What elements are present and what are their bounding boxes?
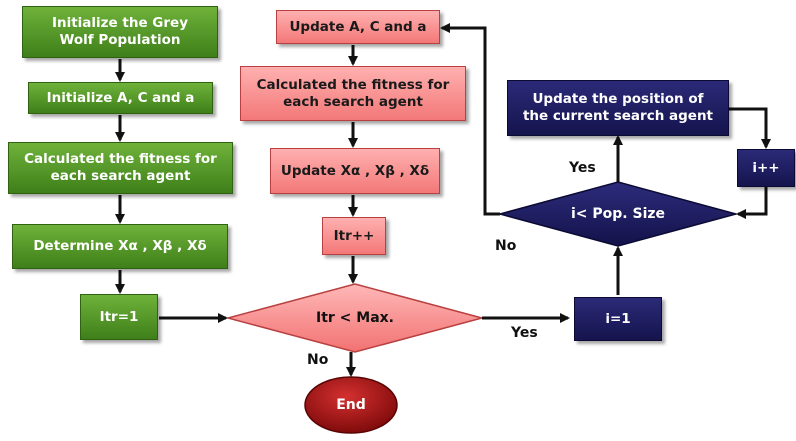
itr-check-label: Itr < Max. xyxy=(315,310,394,326)
itr-no-label: No xyxy=(307,352,329,368)
init-aca-box: Initialize A, C and a xyxy=(28,82,213,114)
end-oval xyxy=(304,376,398,434)
i-init-box: i=1 xyxy=(574,297,662,341)
pop-no-label: No xyxy=(495,238,517,254)
calc-fitness-mid-box: Calculated the fitness for each search a… xyxy=(240,66,466,121)
itr-inc-box: Itr++ xyxy=(322,217,386,255)
init-population-box: Initialize the Grey Wolf Population xyxy=(22,6,218,58)
i-inc-box: i++ xyxy=(737,149,795,187)
update-x-box: Update Xα , Xβ , Xδ xyxy=(270,148,440,194)
edge-position-to-iinc xyxy=(729,107,771,149)
itr-yes-label: Yes xyxy=(511,325,538,341)
pop-check-label: i< Pop. Size xyxy=(570,206,666,222)
edge-pop-no-to-update xyxy=(440,23,500,216)
itr-init-box: Itr=1 xyxy=(80,294,158,340)
determine-x-box: Determine Xα , Xβ , Xδ xyxy=(12,224,228,269)
calc-fitness-left-box: Calculated the fitness for each search a… xyxy=(8,142,233,194)
end-label: End xyxy=(336,397,366,413)
itr-check-diamond xyxy=(225,283,485,353)
edge-iinc-to-pop xyxy=(736,187,768,219)
update-position-box: Update the position of the current searc… xyxy=(507,80,729,136)
update-aca-box: Update A, C and a xyxy=(276,10,440,44)
pop-yes-label: Yes xyxy=(569,160,596,176)
